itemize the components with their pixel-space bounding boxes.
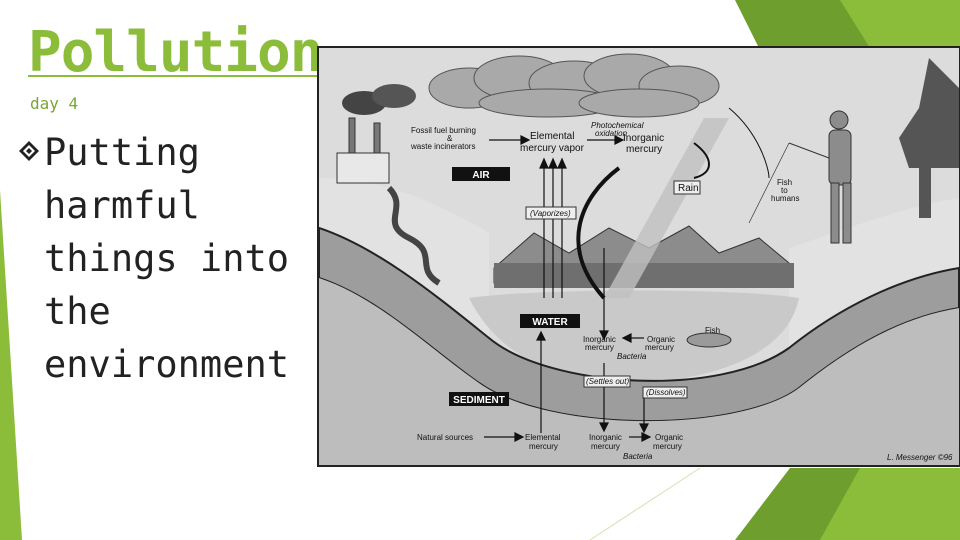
bottom-thin-line bbox=[589, 467, 701, 540]
label-inorganic-air-1: Inorganic bbox=[623, 133, 664, 144]
label-inorganic-water-2: mercury bbox=[585, 343, 614, 352]
label-fish-humans-1: Fish bbox=[777, 178, 792, 187]
bottom-right-light-shape bbox=[820, 468, 960, 540]
label-inorganic-sed-1: Inorganic bbox=[589, 433, 622, 442]
cloud-icon bbox=[428, 53, 720, 118]
sediment-tag-label: SEDIMENT bbox=[453, 395, 505, 406]
label-credit: L. Messenger ©96 bbox=[887, 453, 953, 462]
label-bacteria-water: Bacteria bbox=[617, 352, 647, 361]
bullet-line-5: environment bbox=[44, 343, 290, 386]
label-vaporizes: (Vaporizes) bbox=[530, 209, 571, 218]
label-elemental-sed-1: Elemental bbox=[525, 433, 561, 442]
label-organic-sed-2: mercury bbox=[653, 442, 682, 451]
label-elemental-vapor-2: mercury vapor bbox=[520, 143, 585, 154]
label-fish: Fish bbox=[705, 326, 720, 335]
factory-icon bbox=[336, 84, 416, 184]
fishing-rod bbox=[788, 142, 830, 159]
bullet-line-1: Putting bbox=[44, 131, 200, 174]
fish-humans-arrow bbox=[728, 107, 770, 179]
label-fossil-2: & bbox=[447, 134, 453, 143]
label-inorganic-air-2: mercury bbox=[626, 144, 662, 155]
rain-streaks bbox=[604, 118, 729, 298]
dissolves-box bbox=[642, 386, 688, 399]
fish-icon bbox=[686, 332, 732, 348]
slide-title: Pollution bbox=[28, 20, 323, 85]
label-elemental-sed-2: mercury bbox=[529, 442, 558, 451]
water-tag-label: WATER bbox=[532, 317, 568, 328]
label-fish-humans-3: humans bbox=[771, 194, 799, 203]
flow-arrows bbox=[484, 135, 652, 442]
sediment-layer bbox=[319, 226, 959, 423]
label-organic-sed-1: Organic bbox=[655, 433, 683, 442]
bullet-line-3: things into bbox=[44, 237, 290, 280]
label-organic-water-1: Organic bbox=[647, 335, 675, 344]
label-settles-out: (Settles out) bbox=[586, 377, 629, 386]
label-dissolves: (Dissolves) bbox=[646, 388, 686, 397]
label-elemental-vapor-1: Elemental bbox=[530, 131, 574, 142]
label-photochemical: Photochemical bbox=[591, 121, 644, 130]
left-green-stripe bbox=[0, 190, 22, 540]
tree-icon bbox=[899, 58, 959, 218]
label-fossil-3: waste incinerators bbox=[410, 142, 475, 151]
label-fish-humans-2: to bbox=[781, 186, 788, 195]
fisherman-icon bbox=[828, 110, 852, 244]
slide-subtitle: day 4 bbox=[30, 94, 79, 113]
bullet-text: Putting harmful things into the environm… bbox=[18, 126, 308, 391]
settles-out-box bbox=[583, 375, 631, 388]
label-rain: Rain bbox=[678, 183, 699, 194]
deep-ground bbox=[319, 278, 959, 465]
sediment-tag bbox=[449, 392, 509, 406]
bullet-line-2: harmful bbox=[44, 184, 200, 227]
label-bacteria-sed: Bacteria bbox=[623, 452, 653, 461]
rain-box bbox=[673, 180, 701, 195]
bullet-list: Putting harmful things into the environm… bbox=[18, 126, 308, 391]
fishing-line bbox=[748, 142, 790, 224]
label-oxidation: oxidation bbox=[595, 129, 628, 138]
label-organic-water-2: mercury bbox=[645, 343, 674, 352]
label-inorganic-sed-2: mercury bbox=[591, 442, 620, 451]
vaporizes-box bbox=[525, 206, 577, 220]
oxidation-arrow bbox=[693, 142, 710, 179]
label-inorganic-water-1: Inorganic bbox=[583, 335, 616, 344]
water-tag bbox=[520, 314, 580, 328]
rain-arrow bbox=[576, 166, 621, 300]
bullet-line-4: the bbox=[44, 290, 111, 333]
river bbox=[386, 185, 441, 286]
label-fossil-1: Fossil fuel burning bbox=[411, 126, 476, 135]
air-tag-label: AIR bbox=[472, 170, 490, 181]
lake-water bbox=[469, 290, 799, 383]
label-natural-sources: Natural sources bbox=[417, 433, 473, 442]
top-right-light-shape bbox=[840, 0, 960, 48]
diamond-bullet-icon bbox=[19, 141, 39, 161]
mercury-cycle-diagram: AIR WATER SEDIMENT Fossil fuel burning &… bbox=[317, 46, 960, 467]
air-tag bbox=[452, 167, 510, 181]
